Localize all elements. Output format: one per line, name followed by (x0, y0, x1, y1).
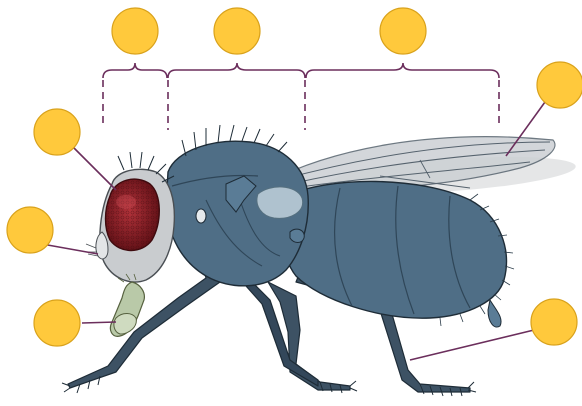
bracket-head (103, 63, 167, 78)
bracket-thorax (168, 63, 305, 78)
head (85, 169, 174, 282)
marker-bracket-head (112, 8, 158, 54)
region-brackets (103, 63, 499, 130)
bracket-abdomen (306, 63, 499, 78)
marker-antenna (7, 207, 53, 253)
marker-bracket-thorax (214, 8, 260, 54)
calypter (257, 187, 303, 218)
marker-mouthparts (34, 300, 80, 346)
leader-leg (410, 330, 534, 360)
marker-bracket-abdomen (380, 8, 426, 54)
thorax (166, 141, 308, 286)
leader-mouthparts (82, 322, 116, 323)
mouthparts (110, 274, 144, 336)
spiracle (196, 209, 206, 223)
abdomen (281, 181, 507, 327)
marker-wing (537, 62, 582, 108)
marker-compound-eye (34, 109, 80, 155)
leader-eye (72, 146, 116, 190)
halter (290, 229, 304, 242)
marker-leg (531, 299, 577, 345)
